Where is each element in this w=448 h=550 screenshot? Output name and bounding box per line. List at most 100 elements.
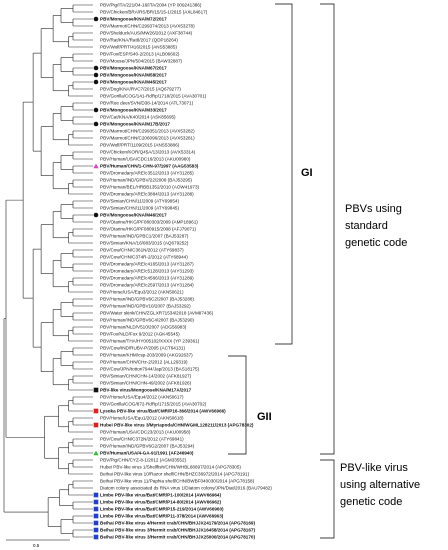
leaf-labels: PBV/Pig/ITA/221/04-16/ITA/2004 (YP 00924… <box>100 3 272 540</box>
leaf-label: PBV/Simian/CHN/11/2009 (ATY69954) <box>100 199 179 204</box>
red-square-marker <box>93 422 99 428</box>
leaf-label: Lysoka PBV-like virus/Bat/CMR/P16-366/20… <box>100 409 226 414</box>
standard-code-bracket <box>320 3 335 455</box>
blue-square-marker <box>93 513 99 519</box>
leaf-label: PBV/Pig/CHN/CYZ-8-1/2012 (AGM33552) <box>100 458 187 463</box>
leaf-label: PBV/Horse/USA/Equ1/2012 (AKN50618) <box>100 416 184 421</box>
leaf-label: PBV/Dromedary/ARE/c4165/2013 (AIY31287) <box>100 262 194 267</box>
leaf-label: PBV/Human/CHN/1-CHN-97/1997 (AAG53583) <box>100 164 199 169</box>
alternative-code-line-2: using alternative <box>340 479 420 491</box>
leaf-label: PBV/Mongoose/KNA/M46/2017 <box>100 213 167 218</box>
leaf-label: Hubei PBV-like virus 1/Shellfish/CHN/WHB… <box>100 465 241 470</box>
leaf-label: PBV/Marmot/CHN/C299374/2013 (AVX53278) <box>100 24 195 29</box>
leaf-label: PBV/Dromedary/ARE/c5128/2013 (AIY31293) <box>100 269 194 274</box>
group-gii-bracket <box>228 355 247 455</box>
leaf-label: PBV/Human/IND/GPBV6G2/2007 (BAJ53294) <box>100 444 195 449</box>
leaf-label: PBV/Dromedary/ARE/c2597/2013 (AIY31284) <box>100 283 194 288</box>
leaf-label: PBV/Human/NLD/V510/2007 (ADG56983) <box>100 325 187 330</box>
leaf-label: PBV/Human/CHN/CHz-2/2012 (ALL29319) <box>100 360 188 365</box>
blue-square-marker <box>93 520 99 526</box>
leaf-label: Beihai PBV-like virus 11/Paphia shell/CH… <box>100 479 255 484</box>
blue-square-marker <box>93 499 99 505</box>
standard-code-line-1: PBVs using <box>345 203 402 215</box>
leaf-label: PBV/Cow/CHN/C374R-2/2012 (ATY68944) <box>100 255 188 260</box>
leaf-label: PBV/Chicken/KOR/Q45A/13/2013 (AVX53314) <box>100 150 196 155</box>
green-triangle-marker <box>93 450 99 456</box>
leaf-label: PBV/Simian/CHN/CHN-49/2002 (AFK81926) <box>100 381 192 386</box>
group-gi-bracket <box>275 3 293 345</box>
leaf-label: PBV/Wolf/PRT/416/2015 (ANS53885) <box>100 45 177 50</box>
leaf-label: Beihai PBV-like virus 10/Razor shell/CHN… <box>100 472 250 477</box>
leaf-markers <box>93 16 99 540</box>
leaf-label: Diatom colony associated ds RNA virus 1/… <box>100 486 272 491</box>
leaf-label: PBV/Pig/ITA/221/04-16/ITA/2004 (YP 00924… <box>100 3 202 8</box>
leaf-label: PBV/Mongoose/KNA/M72/2017 <box>100 17 167 22</box>
leaf-label: PBV/Gorilla/COG/872-RdRp/1715/2015 (AVA3… <box>100 402 207 407</box>
leaf-label: PBV/Water skink/CHN/ZGLXR71534/2018 (AVM… <box>100 311 214 316</box>
black-circle-marker <box>93 16 99 22</box>
leaf-label: PBV/Human/IND/GPBV10/2007 (BAJ53292) <box>100 304 191 309</box>
leaf-label: PBV/Simian/CHN/CHN-14/2002 (AFK81927) <box>100 374 192 379</box>
black-circle-marker <box>93 79 99 85</box>
leaf-label: PBV/Human/USA/4-GA-91/1991 (AF246940) <box>100 451 194 456</box>
leaf-label: PBV/Mouse/JPN/504/2015 (BAW32887) <box>100 59 183 64</box>
blue-square-marker <box>93 527 99 533</box>
group-gi-label: GI <box>301 167 313 179</box>
leaf-label: Limbe PBV-like virus/Bat/CMR/P15-219/201… <box>100 507 224 512</box>
leaf-label: PBV/Simian/CHN/11/2009 (ATY69845) <box>100 206 179 211</box>
blue-square-marker <box>93 534 99 540</box>
leaf-label: PBV/Gorilla/COG/141-RdRp/1718/2015 (AVA3… <box>100 94 207 99</box>
leaf-label: PBV/Cat/KNA/K40/2014 (ASK85695) <box>100 115 176 120</box>
leaf-label: PBV/Human/USA/CDC23/2013 (AKU00958) <box>100 430 191 435</box>
leaf-label: PBV/Cow/CHN/C372N/2012 (ATY69841) <box>100 437 184 442</box>
leaf-label: PBV/Horse/USA/Equ3/2012 (AKN50621) <box>100 290 184 295</box>
leaf-label: PBV/Otarine/HKG/PF080915/2008 (AFJ79071) <box>100 227 196 232</box>
leaf-label: PBV/Cow/IND/RUBV-P/2005 (ACT64131) <box>100 346 185 351</box>
leaf-label: PBV/Human/USA/CDC16/2013 (AKU00960) <box>100 157 191 162</box>
alternative-code-line-3: genetic code <box>340 496 402 508</box>
black-square-marker <box>93 387 99 393</box>
leaf-label: PBV/Dromedary/ARE/c3512/2013 (AIY31285) <box>100 171 194 176</box>
group-gii-label: GII <box>257 411 272 423</box>
leaf-label: Beihai PBV-like virus 4/Hermit crab/CHN/… <box>100 521 255 526</box>
black-circle-marker <box>93 212 99 218</box>
standard-code-line-2: standard <box>345 220 388 232</box>
leaf-label: PBV/Mongoose/KNA/M33/2017 <box>100 108 167 113</box>
leaf-label: Limbe PBV-like virus/Bat/CMR/P14-80/2014… <box>100 500 221 505</box>
leaf-label: PBV/Cow/CHN/C361N/2012 (ATY69837) <box>100 248 184 253</box>
leaf-label: PBV/Mongoose/KNA/M58/2017 <box>100 73 167 78</box>
leaf-label: Beihai PBV-like virus 3/Hermit crab/CHN/… <box>100 528 255 533</box>
leaf-label: PBV/Human/BEL/HRBB1352/2010 (AOW41973) <box>100 185 200 190</box>
leaf-label: PBV/Marmot/CHN/C206096/2013 (AVX53281) <box>100 136 195 141</box>
leaf-label: Beihai PBV-like virus 3/Hermit crab/CHN/… <box>100 535 255 540</box>
leaf-label: Limbe PBV-like virus/Bat/CMR/P1-100/2014… <box>100 493 221 498</box>
leaf-label: Limbe PBV-like virus/Bat/CMR/P11-378/201… <box>100 514 224 519</box>
scale-bar-label: 0.5 <box>33 543 40 548</box>
leaf-label: PBV-like virus/Mongoose/KNA/M17A/2017 <box>100 388 192 393</box>
leaf-label: PBV/Mongoose/KNA/M17B/2017 <box>100 122 170 127</box>
pink-triangle-marker <box>93 163 99 169</box>
leaf-label: PBV/Human/IND/GPBV6C4/2007 (BAJ53290) <box>100 318 194 323</box>
red-square-marker <box>93 408 99 414</box>
black-circle-marker <box>93 72 99 78</box>
leaf-label: PBV/Dromedary/ARE/c4566/2013 (AIY31289) <box>100 276 194 281</box>
leaf-label: PBV/Human/THA/HY005102/XXXX (YP 239361) <box>100 339 200 344</box>
black-circle-marker <box>93 121 99 127</box>
black-circle-marker <box>93 65 99 71</box>
leaf-label: PBV/Wolf/PRT/1109/2015 (ANS53886) <box>100 143 180 148</box>
black-circle-marker <box>93 107 99 113</box>
leaf-label: PBV/Human/IND/GPBC1/2007 (BAJ53287) <box>100 234 189 239</box>
leaf-label: PBV/Dromedary/ARE/c3884/2013 (AIY31288) <box>100 192 194 197</box>
leaf-label: PBV/Marmot/CHN/C299351/2013 (AVX53282) <box>100 129 195 134</box>
leaf-label: PBV/Horse/USA/Equ4/2012 (AKN50617) <box>100 395 184 400</box>
leaf-label: PBV/Human/IND/GPBV/22/2008 (BAJ53295) <box>100 178 192 183</box>
leaf-label: PBV/Roe deer/SVN/D38-14/2014 (ATL73071) <box>100 101 194 106</box>
leaf-label: Hubei PBV-like virus 3/Myriapoda/CHN/WGM… <box>100 423 254 428</box>
leaf-label: PBV/Chicken/BRA/RS/BR/15/15-1/2015 (AXL8… <box>100 10 208 15</box>
leaf-label: PBV/Shelduck/AUS/MW26/2012 (AXF38744) <box>100 31 193 36</box>
alternative-code-bracket <box>320 459 335 539</box>
alternative-code-line-1: PBV-like virus <box>340 462 408 474</box>
leaf-label: PBV/Fox/ESP/S40-2/2013 (ALB06602) <box>100 52 180 57</box>
leaf-label: PBV/Human/IND/GPBV6C2/2007 (BAJ53288) <box>100 297 194 302</box>
